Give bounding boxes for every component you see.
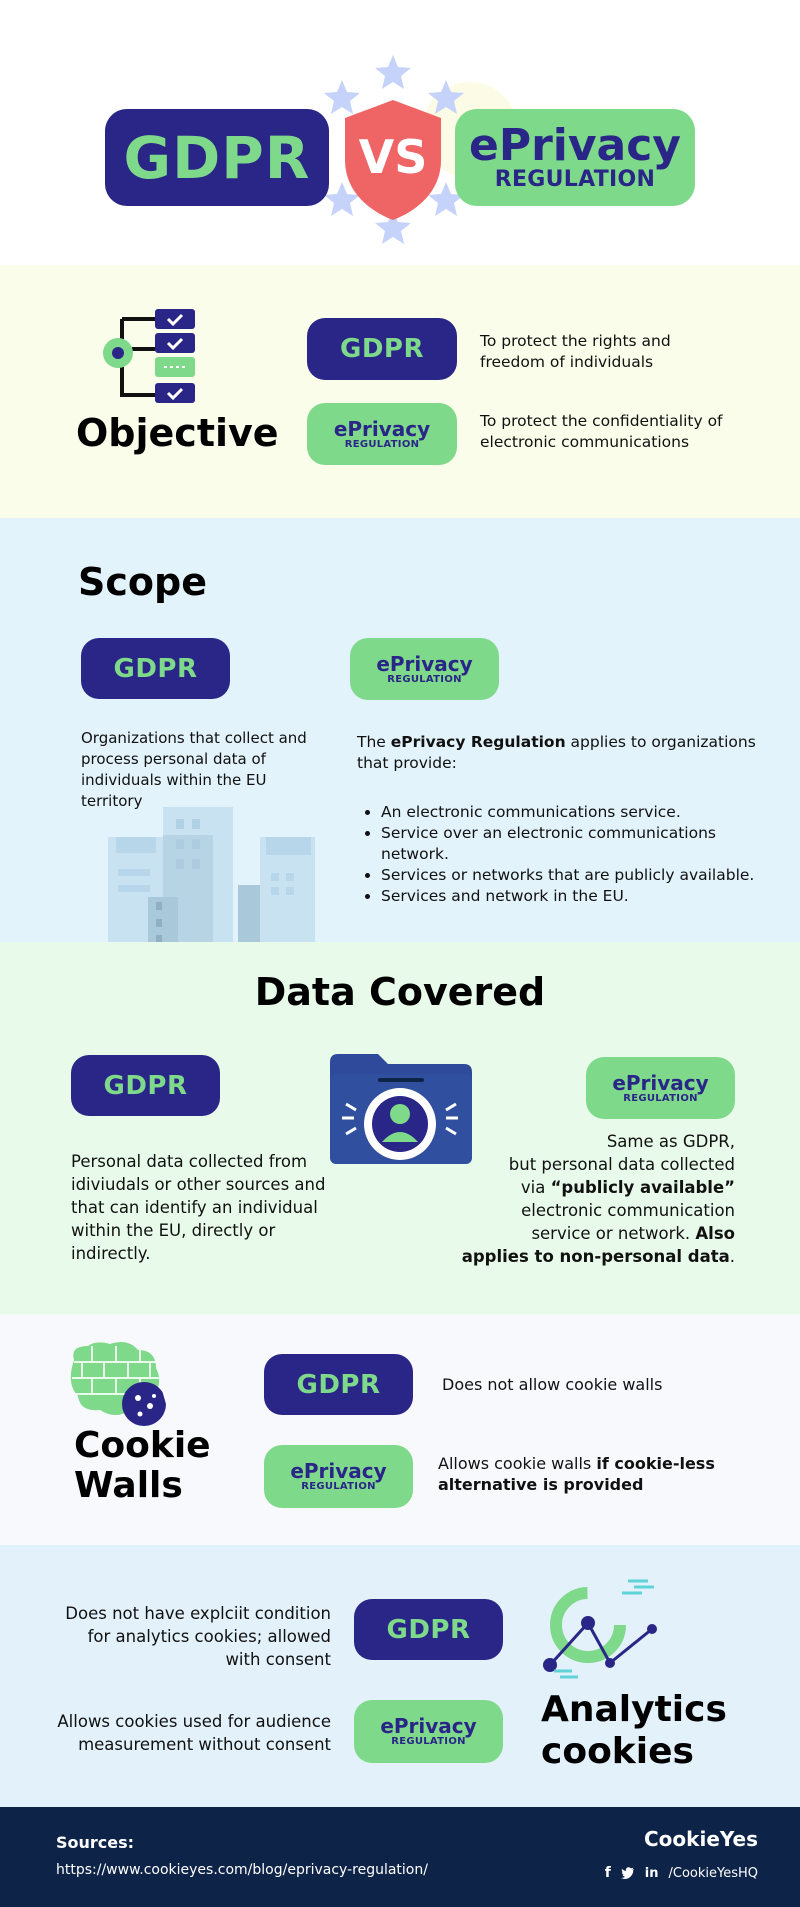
title-line: Analytics bbox=[541, 1689, 727, 1730]
social-handle[interactable]: /CookieYesHQ bbox=[668, 1865, 759, 1881]
ep-text: service or network. bbox=[531, 1224, 696, 1243]
twitter-icon[interactable] bbox=[620, 1867, 635, 1879]
ep-line: Same as GDPR, bbox=[606, 1132, 735, 1151]
ep-line: service or network. Also bbox=[430, 1222, 735, 1245]
data-covered-section: Data Covered GDPR ePrivacy REGULATION Pe… bbox=[0, 942, 800, 1314]
list-item: An electronic communications service. bbox=[381, 802, 757, 823]
sources-link[interactable]: https://www.cookieyes.com/blog/eprivacy-… bbox=[56, 1862, 428, 1878]
vs-label: VS bbox=[358, 130, 428, 184]
cookie-eprivacy-badge: ePrivacy REGULATION bbox=[264, 1445, 413, 1508]
checklist-icon bbox=[103, 309, 195, 403]
ep-bold: applies to non-personal data bbox=[461, 1247, 730, 1266]
analytics-eprivacy-text: Allows cookies used for audience measure… bbox=[57, 1712, 331, 1754]
vs-shield-icon bbox=[345, 100, 441, 220]
objective-eprivacy-text: To protect the confidentiality of electr… bbox=[480, 412, 723, 451]
sources-label: Sources: bbox=[56, 1833, 135, 1852]
data-covered-title: Data Covered bbox=[254, 970, 546, 1014]
ep-line: electronic communication bbox=[521, 1201, 735, 1220]
objective-section: Objective GDPR To protect the rights and… bbox=[0, 265, 800, 518]
analytics-cookies-section: Does not have explciit condition for ana… bbox=[0, 1545, 800, 1807]
analytics-chart-icon bbox=[543, 1579, 657, 1679]
objective-eprivacy-badge: ePrivacy REGULATION bbox=[307, 403, 457, 465]
cookie-walls-section: Cookie Walls GDPR Does not allow cookie … bbox=[0, 1314, 800, 1545]
title-line: Cookie bbox=[74, 1425, 211, 1466]
data-eprivacy-text: Same as GDPR, but personal data collecte… bbox=[430, 1130, 735, 1268]
ep-bold: if cookie-less alternative is provided bbox=[438, 1454, 715, 1494]
ep-text: . bbox=[729, 1247, 735, 1266]
intro-prefix: The bbox=[357, 733, 391, 751]
user-folder-icon bbox=[330, 1054, 472, 1164]
analytics-gdpr-badge: GDPR bbox=[354, 1599, 503, 1660]
scope-section: Scope GDPR ePrivacy REGULATION Organizat… bbox=[0, 518, 800, 942]
header-gdpr-badge: GDPR bbox=[105, 109, 329, 206]
scope-gdpr-badge: GDPR bbox=[81, 638, 230, 699]
scope-eprivacy-intro: The ePrivacy Regulation applies to organ… bbox=[357, 732, 757, 774]
ep-text: Allows cookie walls bbox=[438, 1454, 597, 1473]
intro-suffix: applies to organizations that provide: bbox=[357, 733, 756, 772]
ep-bold: Also bbox=[695, 1224, 735, 1243]
ep-bold: “publicly available” bbox=[550, 1178, 735, 1197]
scope-eprivacy-list: An electronic communications service. Se… bbox=[357, 802, 757, 907]
cookie-wall-icon bbox=[70, 1342, 168, 1426]
list-item: Services and network in the EU. bbox=[381, 886, 757, 907]
data-gdpr-badge: GDPR bbox=[71, 1055, 220, 1116]
title-line: cookies bbox=[541, 1731, 694, 1772]
objective-gdpr-badge: GDPR bbox=[307, 318, 457, 380]
cookieyes-logo: CookieYes bbox=[644, 1827, 758, 1851]
cookie-walls-title: Cookie Walls bbox=[74, 1426, 211, 1506]
ep-text: via bbox=[520, 1178, 551, 1197]
scope-title: Scope bbox=[78, 560, 207, 604]
scope-gdpr-text: Organizations that collect and process p… bbox=[81, 729, 307, 810]
ep-line: via “publicly available” bbox=[430, 1176, 735, 1199]
title-line: Walls bbox=[74, 1465, 183, 1506]
data-eprivacy-badge: ePrivacy REGULATION bbox=[586, 1057, 735, 1119]
buildings-illustration bbox=[108, 807, 315, 942]
linkedin-icon[interactable]: in bbox=[644, 1865, 659, 1881]
facebook-icon[interactable]: f bbox=[604, 1865, 611, 1881]
objective-gdpr-text: To protect the rights and freedom of ind… bbox=[480, 332, 671, 371]
list-item: Services or networks that are publicly a… bbox=[381, 865, 757, 886]
ep-line: but personal data collected bbox=[508, 1155, 735, 1174]
cookie-eprivacy-text: Allows cookie walls if cookie-less alter… bbox=[438, 1453, 738, 1495]
list-item: Service over an electronic communication… bbox=[381, 823, 757, 865]
ep-line: applies to non-personal data. bbox=[430, 1245, 735, 1268]
analytics-eprivacy-badge: ePrivacy REGULATION bbox=[354, 1700, 503, 1763]
data-gdpr-text: Personal data collected from idiviudals … bbox=[71, 1152, 326, 1263]
header-eprivacy-badge: ePrivacy REGULATION bbox=[455, 109, 695, 206]
cookie-gdpr-badge: GDPR bbox=[264, 1354, 413, 1415]
objective-title: Objective bbox=[76, 411, 279, 455]
social-links: f in /CookieYesHQ bbox=[580, 1865, 758, 1881]
header-banner: GDPR ePrivacy REGULATION VS bbox=[0, 0, 800, 265]
scope-eprivacy-badge: ePrivacy REGULATION bbox=[350, 638, 499, 700]
analytics-title: Analytics cookies bbox=[541, 1689, 727, 1773]
cookie-gdpr-text: Does not allow cookie walls bbox=[442, 1375, 663, 1394]
intro-bold: ePrivacy Regulation bbox=[390, 733, 566, 751]
footer: Sources: https://www.cookieyes.com/blog/… bbox=[0, 1807, 800, 1907]
analytics-gdpr-text: Does not have explciit condition for ana… bbox=[65, 1604, 331, 1669]
